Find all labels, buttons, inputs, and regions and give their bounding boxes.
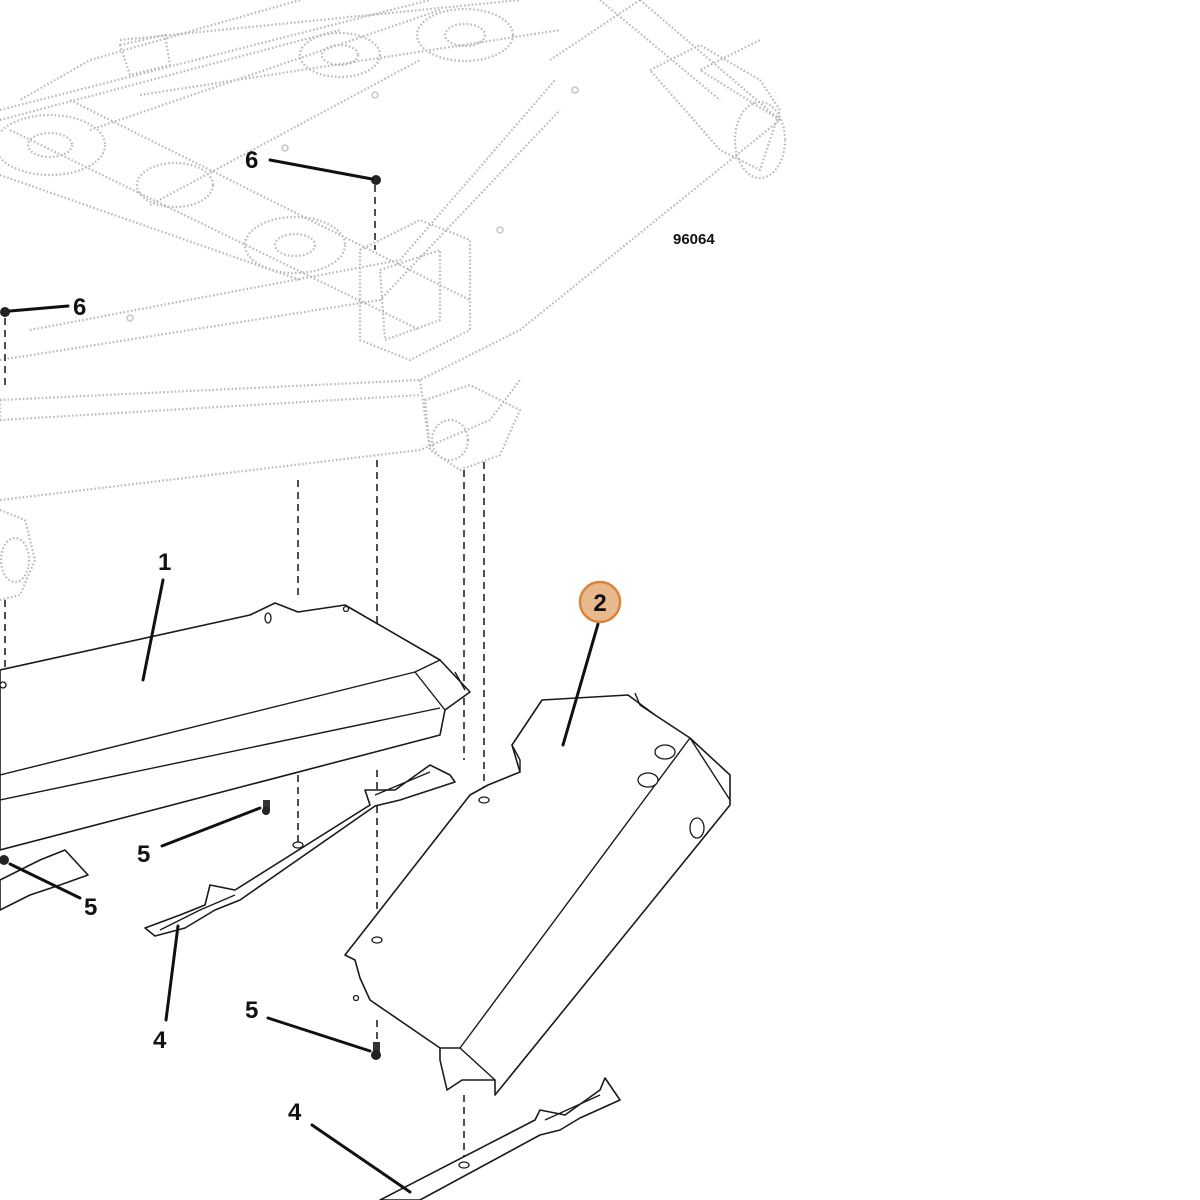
blade-upper [144, 764, 456, 937]
mower-deck-ghost [0, 0, 787, 602]
fastener-bolt-5-c [371, 1042, 381, 1060]
baffle-part-2 [344, 692, 731, 1096]
callout-6-left[interactable]: 6 [73, 294, 86, 321]
leader-lines [8, 158, 600, 1194]
figure-number: 96064 [673, 231, 715, 248]
fastener-nut-6-upper [371, 175, 381, 185]
callout-labels: 6 6 1 2 5 5 5 4 4 96064 [73, 147, 715, 1126]
fastener-bolt-5-b [0, 855, 9, 865]
baffle-part-1 [0, 602, 471, 851]
callout-4-a[interactable]: 4 [153, 1027, 167, 1054]
callout-2[interactable]: 2 [593, 590, 606, 617]
callout-1[interactable]: 1 [158, 549, 171, 576]
callout-2-badge[interactable] [578, 580, 622, 624]
callout-4-b[interactable]: 4 [288, 1099, 302, 1126]
blade-lower [379, 1077, 621, 1200]
fastener-nut-6-left [0, 307, 10, 317]
callout-5-a[interactable]: 5 [137, 841, 150, 868]
callout-5-b[interactable]: 5 [84, 894, 97, 921]
callout-2-highlight[interactable]: 2 [578, 580, 622, 624]
fastener-bolt-5-a [262, 800, 270, 815]
callout-6-upper[interactable]: 6 [245, 147, 258, 174]
callout-5-c[interactable]: 5 [245, 997, 258, 1024]
assembly-guide-lines [4, 185, 485, 1165]
